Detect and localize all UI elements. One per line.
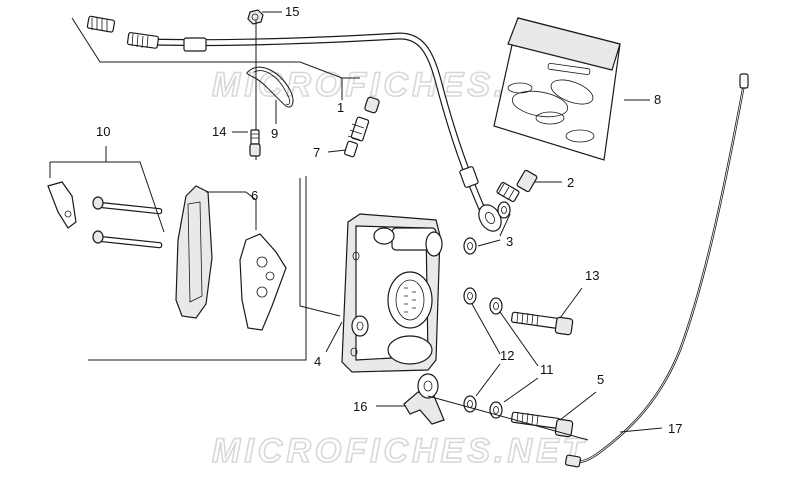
brake-pads-part-6 <box>175 185 287 331</box>
callout-13: 13 <box>585 268 599 283</box>
bleed-screw-part-14 <box>249 129 261 157</box>
bleeder-part-7 <box>344 96 380 158</box>
o-ring-part-9 <box>246 66 294 108</box>
bracket-part-16 <box>403 373 445 425</box>
leader-3 <box>477 213 511 247</box>
callout-11: 11 <box>540 362 554 377</box>
leader-12 <box>471 303 501 397</box>
leader-13 <box>559 287 583 319</box>
callout-7: 7 <box>313 145 320 160</box>
banjo-bolt-part-2 <box>496 169 538 203</box>
leader-1-a <box>71 17 360 79</box>
sensor-cable-part-17 <box>564 73 749 468</box>
leader-17 <box>619 427 663 433</box>
nut-part-15 <box>247 9 264 25</box>
bracket-frame <box>88 176 307 361</box>
bolt-part-13 <box>510 311 574 336</box>
callout-14: 14 <box>212 124 226 139</box>
leader-4-a <box>299 178 341 317</box>
callout-2: 2 <box>567 175 574 190</box>
callout-17: 17 <box>668 421 682 436</box>
watermark-bottom: MICROFICHES.NET <box>212 432 587 470</box>
callout-9: 9 <box>271 126 278 141</box>
callout-1: 1 <box>337 100 344 115</box>
leader-4-b <box>325 321 343 353</box>
callout-5: 5 <box>597 372 604 387</box>
copper-washers-part-3 <box>463 201 511 255</box>
brake-caliper-part-4 <box>341 213 443 373</box>
callout-15: 15 <box>285 4 299 19</box>
callout-3: 3 <box>506 234 513 249</box>
gasket-kit-part-8 <box>493 17 621 161</box>
pad-pins-part-10 <box>47 181 163 249</box>
mounting-axis-line <box>427 395 589 441</box>
callout-4: 4 <box>314 354 321 369</box>
callout-6: 6 <box>251 188 258 203</box>
leader-6 <box>206 191 257 230</box>
leader-7 <box>327 149 347 153</box>
washers-part-12 <box>463 287 477 413</box>
leader-11 <box>499 311 539 403</box>
leader-10-b <box>49 146 107 178</box>
leader-10-a <box>50 161 165 233</box>
callout-8: 8 <box>654 92 661 107</box>
callout-16: 16 <box>353 399 367 414</box>
bolt-part-5 <box>510 411 574 438</box>
callout-12: 12 <box>500 348 514 363</box>
callout-10: 10 <box>96 124 110 139</box>
leader-5 <box>559 391 597 421</box>
brake-hose <box>86 15 502 232</box>
